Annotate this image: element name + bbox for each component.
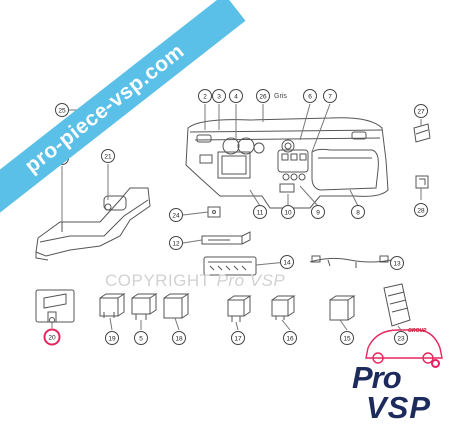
callout-number-24: 24 [172,213,180,220]
dashboard [185,117,389,209]
copyright-watermark: COPYRIGHT Pro VSP [105,271,285,291]
callout-number-26: 26 [259,94,267,101]
copyright-text: COPYRIGHT [105,271,211,290]
callout-number-11: 11 [257,210,264,217]
callout-labels: 2342667272522212824111098121413201951817… [43,89,428,346]
part-5-relay [131,293,158,320]
callout-number-25: 25 [58,108,66,115]
callout-circle-14 [280,255,294,269]
part-23-control-unit [383,283,411,327]
callout-number-15: 15 [343,336,351,343]
callout-number-21: 21 [104,154,112,161]
callout-circle-15 [340,331,354,345]
part-27-bracket [413,123,431,143]
callout-number-28: 28 [417,208,425,215]
gris-label: Gris [274,93,287,100]
callout-circle-10 [281,205,295,219]
callout-circle-8 [351,205,365,219]
callout-circle-25 [55,103,69,117]
part-18-relay [163,293,190,319]
callout-circle-24 [169,208,183,222]
callout-circle-16 [283,331,297,345]
logo-vsp-text: VSP [366,390,432,425]
callout-number-27: 27 [417,109,425,116]
callout-number-5: 5 [139,336,143,343]
callout-circle-26 [256,89,270,103]
callout-circle-2 [198,89,212,103]
callout-number-18: 18 [175,336,183,343]
callout-number-7: 7 [328,94,332,101]
callout-number-6: 6 [308,94,312,101]
logo-pro-text: Pro [352,360,402,395]
callout-number-9: 9 [316,210,320,217]
part-14-module [203,256,257,276]
callout-circle-6 [303,89,317,103]
part-15-relay [329,295,356,321]
callout-circle-4 [229,89,243,103]
part-28-bracket [415,175,429,189]
callout-circle-3 [212,89,226,103]
part-19-relay [99,293,126,318]
logo-group-text: GROUP [408,328,427,334]
callout-circle-13 [390,256,404,270]
callout-circle-12 [169,236,183,250]
callout-number-16: 16 [286,336,294,343]
callout-number-12: 12 [172,241,180,248]
callout-number-19: 19 [108,336,116,343]
callout-circle-19 [105,331,119,345]
callout-number-3: 3 [217,94,221,101]
callout-number-13: 13 [393,261,401,268]
callout-number-20: 20 [48,335,56,342]
callout-circle-11 [253,205,267,219]
logo-car-icon [365,329,443,364]
callout-circle-9 [311,205,325,219]
callout-circle-20 [43,328,61,346]
callout-circle-7 [323,89,337,103]
leader-lines [51,103,422,331]
part-16-relay [271,295,296,320]
callout-circle-21 [101,149,115,163]
callout-number-14: 14 [283,260,291,267]
callout-circle-23 [394,331,408,345]
part-17-relay [227,295,252,322]
callout-number-17: 17 [234,336,242,343]
callout-number-10: 10 [284,210,292,217]
provsp-logo: GROUP Pro VSP [348,320,458,430]
part-20-fuse-box [35,289,75,323]
callout-circle-17 [231,331,245,345]
callout-number-4: 4 [234,94,238,101]
callout-circle-28 [414,203,428,217]
callout-number-23: 23 [397,336,405,343]
callout-circle-27 [414,104,428,118]
part-13-harness [309,255,393,268]
callout-number-2: 2 [203,94,207,101]
copyright-brand: Pro VSP [216,271,286,290]
callout-circle-18 [172,331,186,345]
part-24-clip [207,206,221,218]
part-22-center-console [35,187,151,261]
logo-ring-icon [431,359,440,368]
callout-circle-5 [134,331,148,345]
callout-number-8: 8 [356,210,360,217]
part-12-bracket [201,231,251,245]
